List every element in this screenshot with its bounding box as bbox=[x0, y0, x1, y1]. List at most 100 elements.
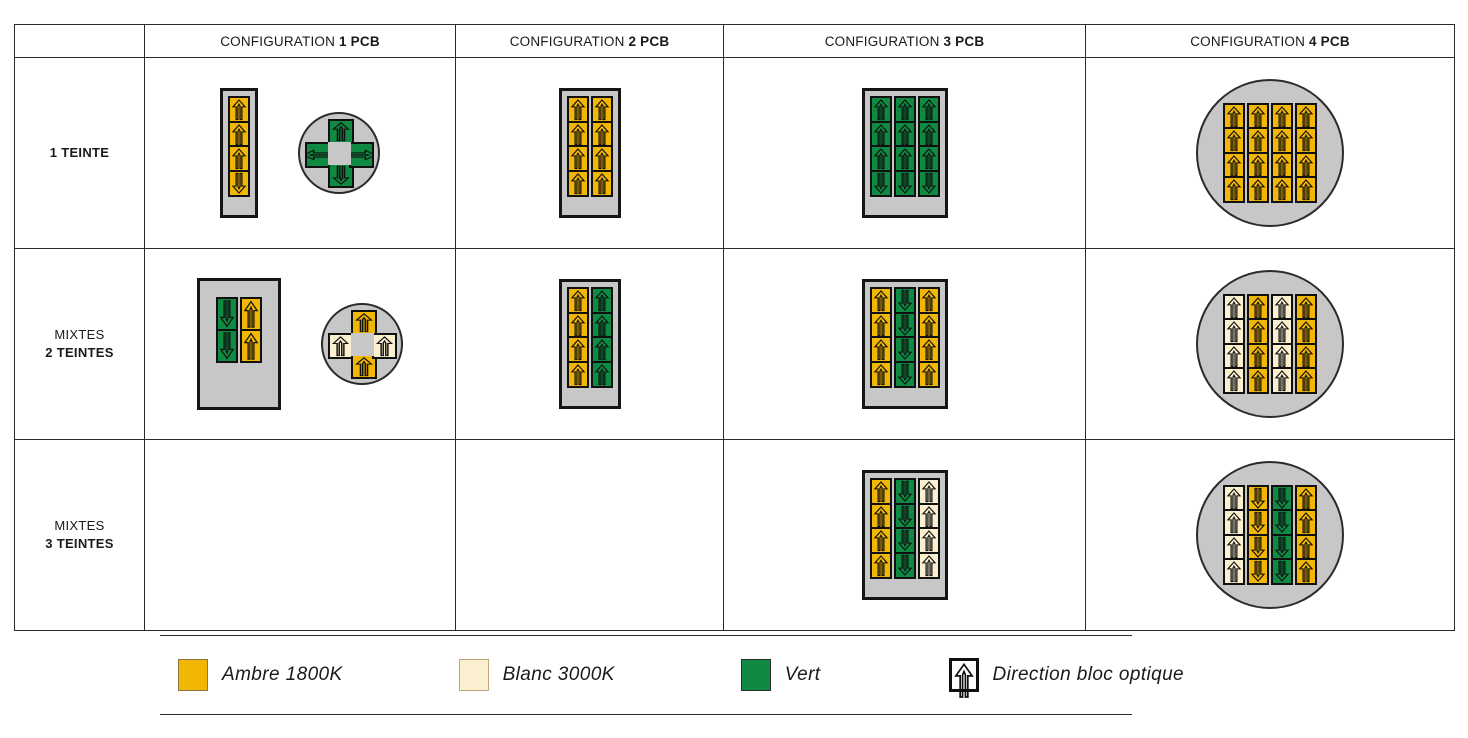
optic-block-amber-up bbox=[1247, 102, 1269, 130]
legend-label-blanc: Blanc 3000K bbox=[502, 664, 615, 685]
pcb-rect-r1c1 bbox=[220, 88, 258, 218]
optic-block-green-up bbox=[893, 145, 916, 173]
optic-block-amber-up bbox=[1247, 127, 1269, 155]
optic-block-left-green-left bbox=[304, 141, 330, 168]
optic-block-amber-up bbox=[1247, 293, 1269, 321]
pcb-board bbox=[197, 278, 281, 410]
optic-block-green-up bbox=[590, 287, 613, 315]
pcb-column bbox=[1247, 484, 1269, 586]
optic-block-right-green-right bbox=[348, 141, 374, 168]
row-label-mixtes-2-teintes: MIXTES 2 TEINTES bbox=[14, 248, 145, 440]
header-label-4: CONFIGURATION 4 PCB bbox=[1190, 33, 1350, 49]
row-label-mixtes-3-teintes: MIXTES 3 TEINTES bbox=[14, 439, 145, 631]
optic-block-amber-up bbox=[869, 502, 892, 530]
optic-block-amber-up bbox=[566, 120, 589, 148]
pcb-column bbox=[566, 96, 589, 197]
optic-block-amber-up bbox=[566, 336, 589, 364]
optic-block-green-down bbox=[893, 311, 916, 339]
pcb-cross-hub bbox=[350, 332, 374, 356]
pcb-cross bbox=[327, 309, 397, 379]
up-arrow-block-icon bbox=[948, 658, 979, 698]
pcb-rect-r1c3 bbox=[861, 88, 948, 218]
optic-block-amber-up bbox=[917, 360, 940, 388]
optic-block-cream-up bbox=[917, 551, 940, 579]
optic-block-amber-up bbox=[590, 145, 613, 173]
optic-block-amber-up bbox=[566, 96, 589, 124]
optic-block-amber-up bbox=[1247, 176, 1269, 204]
optic-block-cream-up bbox=[1271, 293, 1293, 321]
optic-block-amber-up bbox=[1271, 102, 1293, 130]
pcb-column bbox=[917, 478, 940, 579]
cell-r3-config2-empty bbox=[455, 439, 724, 631]
optic-block-amber-up bbox=[1295, 533, 1317, 561]
optic-block-cream-up bbox=[917, 502, 940, 530]
column-header-config-1: CONFIGURATION 1 PCB bbox=[144, 24, 456, 58]
optic-block-amber-up bbox=[1247, 151, 1269, 179]
pcb-column bbox=[590, 96, 613, 197]
row-label-1-teinte: 1 TEINTE bbox=[14, 57, 145, 249]
pcb-circle-r3c4 bbox=[1196, 461, 1344, 609]
optic-block-green-up bbox=[917, 96, 940, 124]
optic-block-amber-up bbox=[1295, 127, 1317, 155]
optic-block-amber-up bbox=[240, 297, 262, 332]
configuration-table: CONFIGURATION 1 PCB CONFIGURATION 2 PCB … bbox=[14, 24, 1455, 631]
optic-block-green-down bbox=[216, 328, 238, 363]
pcb-column bbox=[1295, 293, 1317, 395]
optic-block-green-down bbox=[1271, 533, 1293, 561]
optic-block-green-down bbox=[1271, 484, 1293, 512]
table-header-row: CONFIGURATION 1 PCB CONFIGURATION 2 PCB … bbox=[14, 24, 1455, 58]
optic-block-amber-up bbox=[917, 311, 940, 339]
optic-block-green-down bbox=[893, 360, 916, 388]
row-label-line2: 3 TEINTES bbox=[45, 536, 114, 551]
column-header-config-2: CONFIGURATION 2 PCB bbox=[455, 24, 724, 58]
optic-block-amber-up bbox=[590, 96, 613, 124]
cream-swatch-icon bbox=[458, 659, 489, 691]
optic-block-cream-up bbox=[1223, 318, 1245, 346]
legend-item-vert: Vert bbox=[740, 659, 821, 691]
optic-block-green-up bbox=[869, 145, 892, 173]
optic-block-cream-up bbox=[1223, 558, 1245, 586]
pcb-board bbox=[861, 88, 948, 218]
optic-block-amber-up bbox=[917, 336, 940, 364]
header-label-1: CONFIGURATION 1 PCB bbox=[220, 33, 380, 49]
row-label-line1: MIXTES bbox=[54, 518, 105, 534]
pcb-wafer-circle bbox=[298, 112, 380, 194]
pcb-cross-hub bbox=[327, 141, 351, 165]
optic-block-amber-up bbox=[1223, 127, 1245, 155]
optic-block-green-up bbox=[869, 96, 892, 124]
pcb-column bbox=[1223, 484, 1245, 586]
cell-r1-config1 bbox=[144, 57, 456, 249]
optic-block-amber-up bbox=[1223, 151, 1245, 179]
optic-block-cream-up bbox=[1271, 318, 1293, 346]
row-label-line2: 2 TEINTES bbox=[45, 345, 114, 360]
optic-block-amber-up bbox=[1271, 127, 1293, 155]
pcb-column bbox=[240, 297, 262, 363]
optic-block-amber-up bbox=[917, 287, 940, 315]
pcb-column bbox=[893, 96, 916, 197]
optic-block-green-down bbox=[893, 336, 916, 364]
pcb-column bbox=[1271, 293, 1293, 395]
optic-block-green-down bbox=[893, 478, 916, 506]
optic-block-cream-up bbox=[1223, 367, 1245, 395]
optic-block-amber-up bbox=[228, 120, 250, 148]
pcb-circle-r1c4 bbox=[1196, 79, 1344, 227]
pcb-column bbox=[1223, 293, 1245, 395]
pcb-column bbox=[228, 96, 250, 197]
pcb-rect-r2c2 bbox=[558, 279, 621, 409]
optic-block-amber-up bbox=[869, 527, 892, 555]
optic-block-amber-up bbox=[1247, 367, 1269, 395]
optic-block-left-cream-up bbox=[327, 332, 353, 359]
optic-block-green-down bbox=[893, 287, 916, 315]
optic-block-amber-up bbox=[1295, 367, 1317, 395]
optic-block-amber-up bbox=[1247, 342, 1269, 370]
cell-r1-config4 bbox=[1085, 57, 1455, 249]
pcb-column bbox=[566, 287, 589, 388]
optic-block-amber-down bbox=[228, 169, 250, 197]
pcb-column bbox=[893, 478, 916, 579]
optic-block-green-up bbox=[917, 145, 940, 173]
pcb-column bbox=[1295, 102, 1317, 204]
pcb-column bbox=[1271, 102, 1293, 204]
table-row: MIXTES 2 TEINTES bbox=[14, 248, 1455, 440]
row-label-line1: MIXTES bbox=[54, 327, 105, 343]
